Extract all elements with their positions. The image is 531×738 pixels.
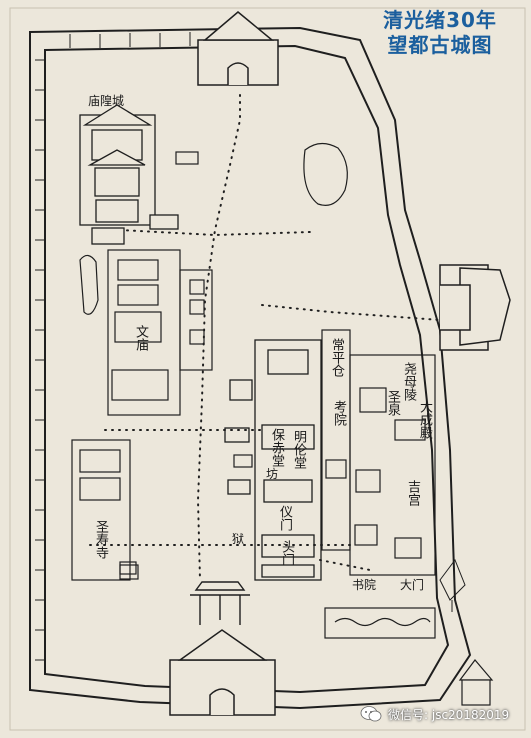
pond-west: [79, 254, 99, 315]
east-temple-compound: [349, 354, 436, 576]
label-memorial-arch: 坊: [266, 467, 279, 481]
north-gate: [197, 11, 279, 86]
label-yaomu-tomb: 尧母陵: [401, 362, 416, 401]
tree: [439, 558, 466, 612]
label-confucian-temple: 文庙: [133, 325, 148, 351]
label-granary: 常平仓: [329, 338, 344, 377]
label-shengshou-temple: 圣寿寺: [93, 520, 108, 559]
screen-wall: [324, 607, 436, 639]
city-god-temple: [79, 104, 179, 245]
label-men-da: 大门: [400, 578, 425, 592]
yamen-compound: [224, 339, 322, 581]
roads: [89, 94, 441, 581]
label-kaoyuan-hall: 考院: [331, 400, 346, 426]
map-title: 清光绪30年 望都古城图: [360, 8, 520, 58]
wechat-icon: [360, 706, 382, 722]
label-gate-head: 头门: [279, 540, 294, 566]
watermark: 微信号: jsc20182019: [360, 704, 509, 724]
memorial-gateway: [190, 581, 250, 625]
label-shuyuan: 书院: [352, 578, 377, 592]
pond-north: [303, 142, 348, 206]
map-title-line2: 望都古城图: [387, 33, 493, 57]
label-dacheng-hall: 大成殿: [417, 400, 432, 439]
southeast-tower: [458, 659, 494, 706]
paper-border: [9, 7, 526, 731]
label-shengquan: 圣泉: [385, 390, 400, 416]
south-buildings: [119, 151, 253, 575]
label-bao-chi-tang: 保赤堂: [269, 428, 284, 467]
south-gate: [169, 629, 276, 716]
label-jail: 狱: [232, 532, 245, 546]
map-title-line1: 清光绪30年: [383, 8, 497, 32]
label-yamen-gate: 仪门: [277, 505, 292, 531]
east-gate: [439, 264, 511, 351]
confucian-compound: [107, 249, 213, 416]
wall-battlements: [35, 30, 261, 661]
label-temple-city-god: 庙隍城: [88, 94, 125, 108]
label-minglun-hall: 明伦堂: [291, 430, 306, 469]
watermark-text: 微信号: jsc20182019: [388, 707, 510, 722]
label-chenghuang-temple: 吉宫: [405, 480, 420, 506]
